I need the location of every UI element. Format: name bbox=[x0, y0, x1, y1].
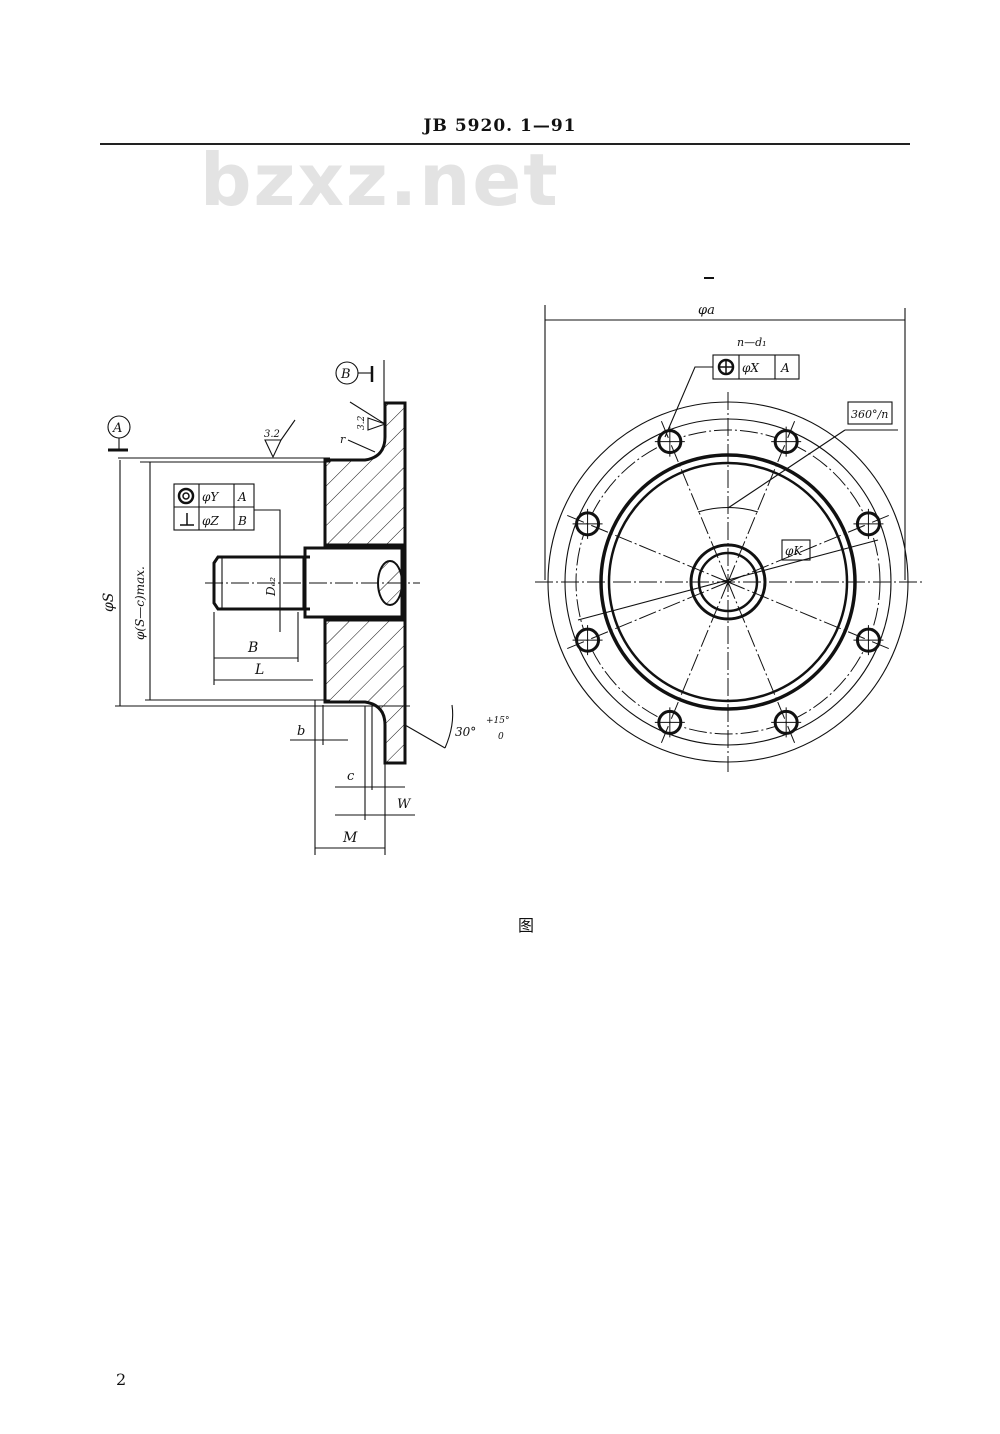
radial-centerline bbox=[727, 581, 796, 743]
angle-box-label: 360°/n bbox=[851, 408, 888, 421]
fcf-row1-datum: A bbox=[237, 490, 247, 504]
fcf-row1-tolerance: φY bbox=[202, 490, 219, 504]
fcf-row2-datum: B bbox=[237, 514, 247, 528]
front-view: φa φK 360°/n n—d₁ φX A bbox=[535, 277, 925, 772]
dim-c: c bbox=[347, 769, 355, 784]
radial-centerline bbox=[567, 514, 729, 583]
dim-b: B bbox=[247, 640, 258, 656]
dim-b-lower: b bbox=[297, 724, 305, 739]
dim-phi-a: φa bbox=[698, 303, 715, 318]
dim-phi-s-minus-c: φ(S—c)max. bbox=[133, 566, 147, 640]
radial-centerline bbox=[727, 514, 889, 583]
feature-control-frame: φY A φZ B bbox=[173, 483, 281, 632]
radial-centerline bbox=[727, 581, 889, 650]
datum-b-label: B bbox=[340, 367, 351, 382]
radial-centerline bbox=[567, 581, 729, 650]
shaft-outline bbox=[303, 546, 404, 619]
dim-phi-k: φK bbox=[785, 544, 803, 558]
dim-phi-s: φS bbox=[101, 593, 117, 612]
dim-m: M bbox=[342, 830, 358, 846]
angle-label: 30° bbox=[455, 725, 476, 739]
header-rule bbox=[100, 143, 910, 145]
angle-tolerance-upper: +15° bbox=[486, 716, 510, 726]
figure-caption: 图 bbox=[518, 916, 535, 935]
hole-spec: n—d₁ bbox=[737, 336, 767, 349]
concentricity-icon bbox=[177, 487, 195, 505]
dim-w: W bbox=[397, 797, 412, 812]
page-number: 2 bbox=[116, 1370, 127, 1389]
radial-centerline bbox=[727, 421, 796, 583]
perpendicularity-icon bbox=[180, 513, 194, 526]
watermark: bzxz.net bbox=[200, 138, 560, 222]
radial-centerline bbox=[660, 421, 729, 583]
fcf-row2-tolerance: φZ bbox=[202, 514, 219, 528]
standard-number-header: JB 5920. 1—91 bbox=[423, 116, 577, 136]
dim-l: L bbox=[254, 662, 264, 678]
roughness-value-2: 3.2 bbox=[357, 415, 367, 430]
hole-fcf-datum: A bbox=[780, 361, 790, 375]
hole-fcf-tolerance: φX bbox=[742, 361, 759, 375]
bolt-holes bbox=[567, 421, 889, 743]
side-view: φS φ(S—c)max. A 3.2 B 3.2 r φY bbox=[101, 360, 510, 855]
radial-centerline bbox=[660, 581, 729, 743]
thread-diameter-label: Dₑ₂ bbox=[264, 577, 278, 597]
angle-tolerance-lower: 0 bbox=[498, 732, 504, 742]
flange-section bbox=[323, 401, 407, 765]
radius-label: r bbox=[340, 433, 346, 446]
datum-a-label: A bbox=[112, 421, 122, 436]
roughness-value-1: 3.2 bbox=[264, 429, 280, 440]
